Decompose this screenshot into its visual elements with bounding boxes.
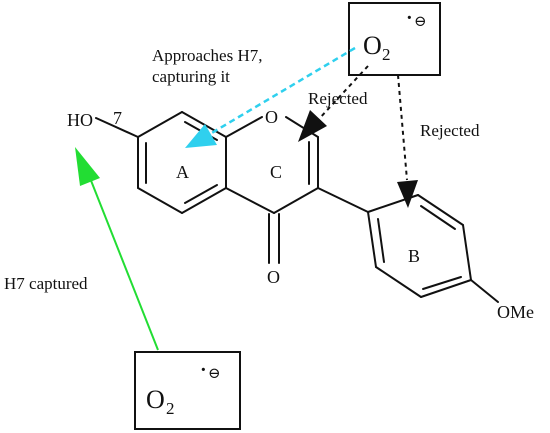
ring-a-bonds [137, 111, 227, 214]
ring-c-label: C [270, 162, 282, 182]
rejected-c-annotation: Rejected [308, 89, 368, 108]
position-7-label: 7 [113, 108, 122, 128]
radical-charge-bottom: ⊖ [208, 366, 221, 382]
carbonyl-oxygen-label: O [267, 267, 280, 287]
methoxy-label: OMe [497, 302, 534, 322]
captured-arrowhead [75, 147, 100, 186]
approach-annotation-line2: capturing it [152, 67, 230, 86]
methoxy-bond [470, 279, 499, 303]
radical-dot-top: · [406, 7, 413, 29]
superoxide-radical-top: O 2 · ⊖ [348, 2, 441, 76]
ring-oxygen-label: O [265, 107, 278, 127]
radical-box-bottom [134, 351, 241, 430]
carbonyl-bond [268, 213, 280, 264]
h7-captured-annotation: H7 captured [4, 274, 88, 293]
radical-charge-top: ⊖ [414, 14, 427, 30]
flavonoid-structure [95, 111, 499, 303]
radical-box-top [348, 2, 441, 76]
radical-symbol-bottom: O [146, 385, 165, 414]
ring-b-link-bond [317, 187, 369, 213]
superoxide-radical-bottom: O 2 · ⊖ [134, 351, 241, 430]
ring-b-bonds [367, 194, 472, 298]
radical-subscript-bottom: 2 [166, 399, 175, 418]
ring-a-label: A [176, 162, 189, 182]
approach-arrowhead [185, 124, 217, 148]
rejected-ring-c-arrow [298, 65, 369, 142]
hydroxyl-label: HO [67, 110, 93, 130]
radical-dot-bottom: · [200, 359, 207, 381]
h7-captured-arrow [75, 147, 159, 351]
approach-annotation-line1: Approaches H7, [152, 46, 262, 65]
rejected-ring-b-arrow [397, 74, 418, 208]
hydroxyl-bond [95, 117, 139, 138]
rejected-b-annotation: Rejected [420, 121, 480, 140]
ring-c-bonds [225, 116, 319, 214]
approach-h7-arrow [185, 46, 356, 148]
rejected-b-arrowhead [397, 180, 418, 208]
radical-subscript-top: 2 [382, 45, 391, 64]
ring-b-label: B [408, 246, 420, 266]
rejected-c-arrowhead [298, 110, 327, 142]
radical-symbol-top: O [363, 31, 382, 60]
